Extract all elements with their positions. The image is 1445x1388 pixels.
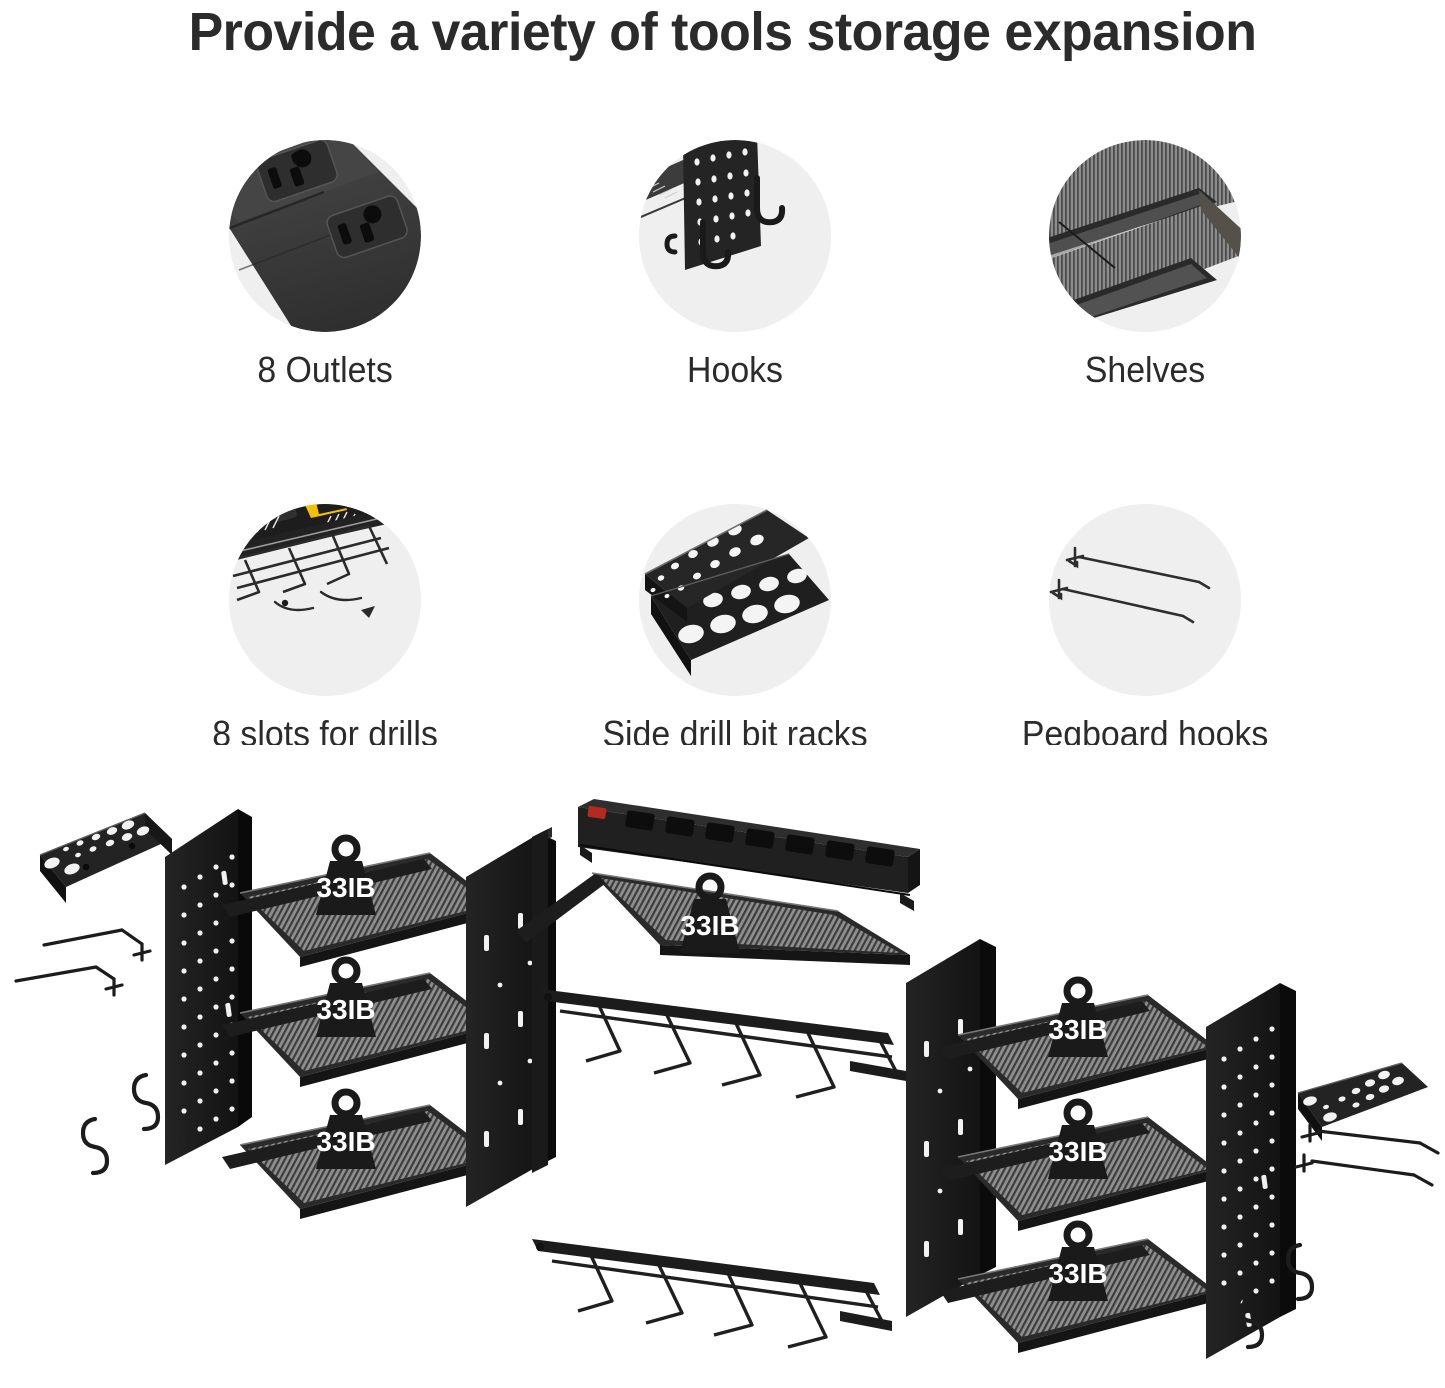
feature-item-bit-racks: Side drill bit racks — [530, 504, 940, 755]
weight-tag: 33IB — [316, 956, 376, 1037]
wire-drill-rack-lower-frame — [532, 1239, 892, 1331]
exploded-product-diagram: 33IB 33IB 33IB 33IB — [0, 745, 1445, 1388]
page-title: Provide a variety of tools storage expan… — [188, 2, 1257, 62]
feature-item-outlets: 8 Outlets — [120, 140, 530, 391]
center-upright-post — [532, 829, 548, 1173]
pegboard-hooks-right — [1294, 1123, 1440, 1187]
s-hooks-left — [80, 1072, 161, 1176]
feature-label-outlets: 8 Outlets — [257, 349, 393, 390]
feature-circle-shelves — [1049, 140, 1241, 332]
wire-drill-rack-upper-frame — [540, 989, 906, 1081]
weight-tag: 33IB — [1048, 1098, 1108, 1179]
drill-slot-icon — [229, 504, 421, 696]
feature-item-shelves: Shelves — [940, 140, 1350, 391]
weight-tag: 33IB — [316, 834, 376, 915]
weight-tag-value: 33IB — [1048, 1258, 1107, 1289]
weight-tag: 33IB — [316, 1088, 376, 1169]
shelf-center-top — [516, 872, 910, 965]
weight-tag-value: 33IB — [316, 1126, 375, 1157]
power-outlet-icon — [229, 140, 421, 332]
pegboard-panel-right — [1206, 983, 1296, 1359]
feature-label-hooks: Hooks — [687, 349, 783, 390]
mesh-shelf-icon — [1049, 140, 1241, 332]
weight-tag-value: 33IB — [680, 910, 739, 941]
feature-circle-drill-slots — [229, 504, 421, 696]
feature-item-drill-slots: 8 slots for drills — [120, 504, 530, 755]
feature-circle-outlets — [229, 140, 421, 332]
weight-tag-value: 33IB — [1048, 1136, 1107, 1167]
weight-tag: 33IB — [1048, 1220, 1108, 1301]
weight-tag-value: 33IB — [316, 994, 375, 1025]
wire-hook-icon — [1049, 504, 1241, 696]
pegboard-hook-icon — [639, 140, 831, 332]
weight-tag-value: 33IB — [316, 872, 375, 903]
feature-circle-hooks — [639, 140, 831, 332]
feature-circle-bit-racks — [639, 504, 831, 696]
feature-item-hooks: Hooks — [530, 140, 940, 391]
drill-bit-rack-icon — [639, 504, 831, 696]
s-hooks-right — [1235, 1242, 1315, 1350]
weight-tag: 33IB — [680, 872, 740, 953]
drill-bit-rack-right — [1297, 1062, 1428, 1141]
weight-tag: 33IB — [1048, 976, 1108, 1057]
feature-item-pegboard-hooks: Pegboard hooks — [940, 504, 1350, 755]
feature-circle-pegboard-hooks — [1049, 504, 1241, 696]
weight-tag-value: 33IB — [1048, 1014, 1107, 1045]
pegboard-panel-left — [165, 809, 252, 1165]
drill-bit-rack-left — [39, 812, 172, 903]
feature-row-2: 8 slots for drills — [120, 504, 1350, 755]
feature-label-shelves: Shelves — [1084, 349, 1206, 390]
feature-grid: 8 Outlets — [120, 140, 1350, 755]
divider-panel-right-center — [906, 939, 996, 1317]
pegboard-hooks-left — [14, 928, 152, 997]
feature-row-1: 8 Outlets — [120, 140, 1350, 391]
power-strip — [578, 799, 920, 911]
